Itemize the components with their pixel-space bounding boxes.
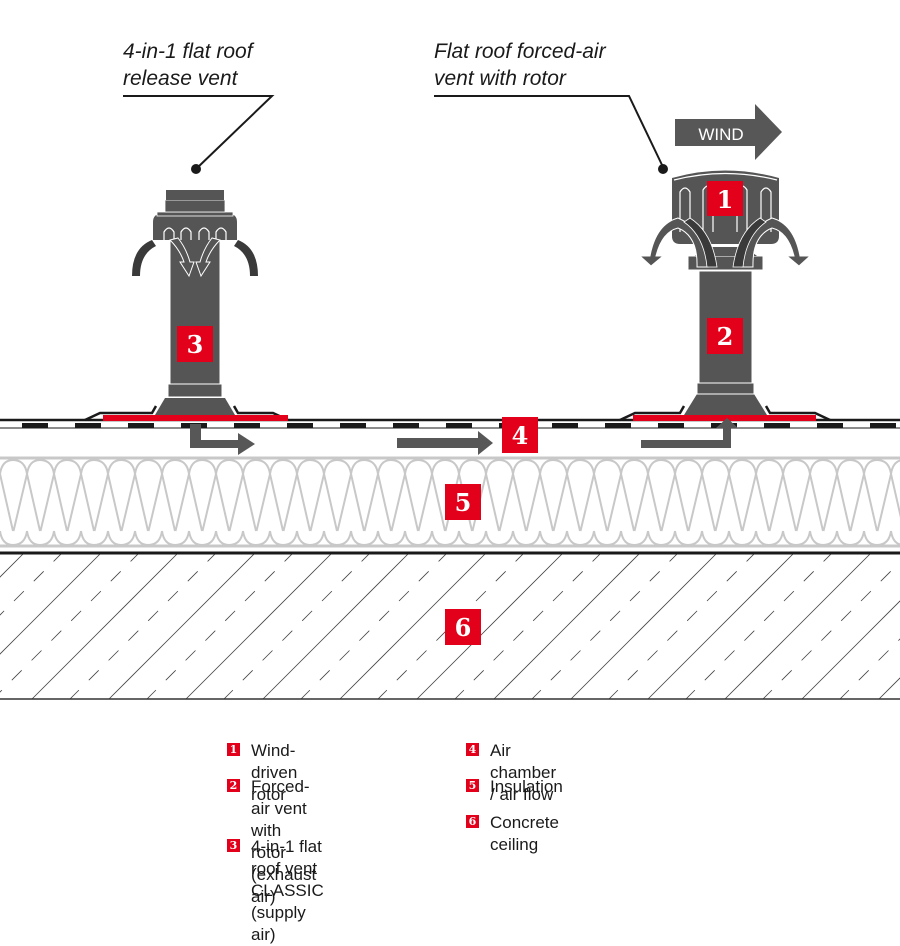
forced-air-vent-flange: [619, 405, 831, 422]
membrane-dash: [128, 423, 154, 428]
hatch-dashed-line: [300, 553, 448, 699]
membrane-dash: [75, 423, 101, 428]
hatch-dashed-line: [0, 553, 140, 693]
hatch-line: [185, 553, 333, 699]
legend-label-4: Air chamber / air flow: [490, 741, 557, 804]
hatch-dashed-line: [608, 553, 756, 699]
hatch-line: [339, 553, 487, 699]
membrane-dash: [340, 423, 366, 428]
release-vent-flange: [84, 405, 289, 422]
badge-2: [707, 318, 743, 354]
supply-air-arrows: [169, 237, 221, 278]
hatch-line: [416, 553, 564, 699]
hatch-line: [108, 553, 256, 699]
membrane-dash: [817, 423, 843, 428]
legend-badge-6: 6: [466, 815, 479, 828]
forced-air-vent-leader-dot: [658, 164, 668, 174]
legend-label-3: 4-in-1 flat roof vent CLASSIC (supply ai…: [251, 837, 324, 944]
wind-arrow: WIND: [675, 104, 782, 160]
membrane-dash: [552, 423, 578, 428]
release-vent: 3: [132, 190, 258, 415]
hatch-dashed-line: [377, 553, 525, 699]
badge-1-label: 1: [717, 185, 734, 214]
concrete-ceiling-layer: [0, 551, 900, 700]
hatch-line: [31, 553, 179, 699]
badge-2-label: 2: [717, 322, 734, 351]
airflow-arrow-right: [641, 418, 738, 448]
membrane-dash: [870, 423, 896, 428]
legend-badge-3: 3: [227, 839, 240, 852]
insulation-pattern: [0, 459, 900, 546]
membrane-dash: [605, 423, 631, 428]
roof-membrane: [0, 418, 900, 429]
hatch-line: [724, 553, 872, 699]
badge-4-label: 4: [512, 421, 529, 450]
membrane-dash: [393, 423, 419, 428]
hatch-dashed-line: [0, 553, 63, 616]
legend-item-1: 1 Wind-driven rotor: [227, 740, 297, 806]
hatch-dashed-line: [454, 553, 602, 699]
legend-label-2: Forced-air vent with rotor (exhaust air): [251, 777, 317, 906]
airflow-arrow-left: [190, 424, 255, 455]
wind-label: WIND: [698, 125, 743, 144]
legend-badge-5: 5: [466, 779, 479, 792]
roof-cross-section-diagram: 3 1 2: [0, 95, 900, 700]
legend-item-2: 2 Forced-air vent with rotor (exhaust ai…: [227, 776, 316, 908]
badge-3-label: 3: [187, 330, 204, 359]
hatch-line: [0, 553, 25, 578]
badge-5: [445, 484, 481, 520]
release-vent-leader-dot: [191, 164, 201, 174]
hatch-line: [801, 600, 900, 699]
airflow-arrow-center: [397, 431, 493, 455]
membrane-dash: [22, 423, 48, 428]
legend-item-4: 4 Air chamber / air flow: [466, 740, 556, 806]
release-vent-callout-line1: 4-in-1 flat roof: [123, 40, 253, 63]
layer-badges: 4 5 6: [445, 417, 538, 645]
hatch-dashed-line: [69, 553, 217, 699]
badge-6-label: 6: [455, 613, 472, 642]
membrane-dash: [287, 423, 313, 428]
hatch-dashed-line: [839, 638, 900, 699]
legend-item-6: 6 Concrete ceiling: [466, 812, 559, 856]
hatch-line: [262, 553, 410, 699]
hatch-line: [0, 553, 102, 655]
forced-air-vent-callout-line1: Flat roof forced-air: [434, 40, 606, 63]
forced-air-vent-leader: [434, 95, 664, 168]
badge-4: [502, 417, 538, 453]
air-flow-arrows: [190, 418, 738, 455]
membrane-dash: [446, 423, 472, 428]
hatch-line: [647, 553, 795, 699]
hatch-dashed-line: [146, 553, 294, 699]
release-vent-leader: [123, 95, 275, 170]
badge-3: [177, 326, 213, 362]
release-vent-callout: 4-in-1 flat roof release vent: [123, 38, 253, 92]
hatch-dashed-line: [685, 553, 833, 699]
badge-6: [445, 609, 481, 645]
release-vent-callout-line2: release vent: [123, 67, 238, 90]
forced-air-vent-callout-line2: vent with rotor: [434, 67, 566, 90]
legend-badge-2: 2: [227, 779, 240, 792]
membrane-dash: [658, 423, 684, 428]
forced-air-vent: 1 2: [638, 170, 812, 415]
callout-leaders: [123, 95, 668, 174]
legend-badge-4: 4: [466, 743, 479, 756]
badge-5-label: 5: [455, 488, 472, 517]
hatch-dashed-line: [762, 561, 900, 699]
membrane-dash: [234, 423, 260, 428]
legend-badge-1: 1: [227, 743, 240, 756]
legend-label-5: Insulation: [490, 777, 563, 796]
legend-item-5: 5 Insulation: [466, 776, 563, 798]
hatch-dashed-line: [531, 553, 679, 699]
legend-label-6: Concrete ceiling: [490, 813, 559, 854]
legend-label-1: Wind-driven rotor: [251, 741, 298, 804]
legend-item-3: 3 4-in-1 flat roof vent CLASSIC (supply …: [227, 836, 324, 946]
badge-1: [707, 181, 743, 216]
hatch-dashed-line: [223, 553, 371, 699]
insulation-layer: [0, 456, 900, 548]
membrane-dash: [764, 423, 790, 428]
hatch-line: [493, 553, 641, 699]
forced-air-vent-callout: Flat roof forced-air vent with rotor: [434, 38, 606, 92]
hatch-line: [570, 553, 718, 699]
